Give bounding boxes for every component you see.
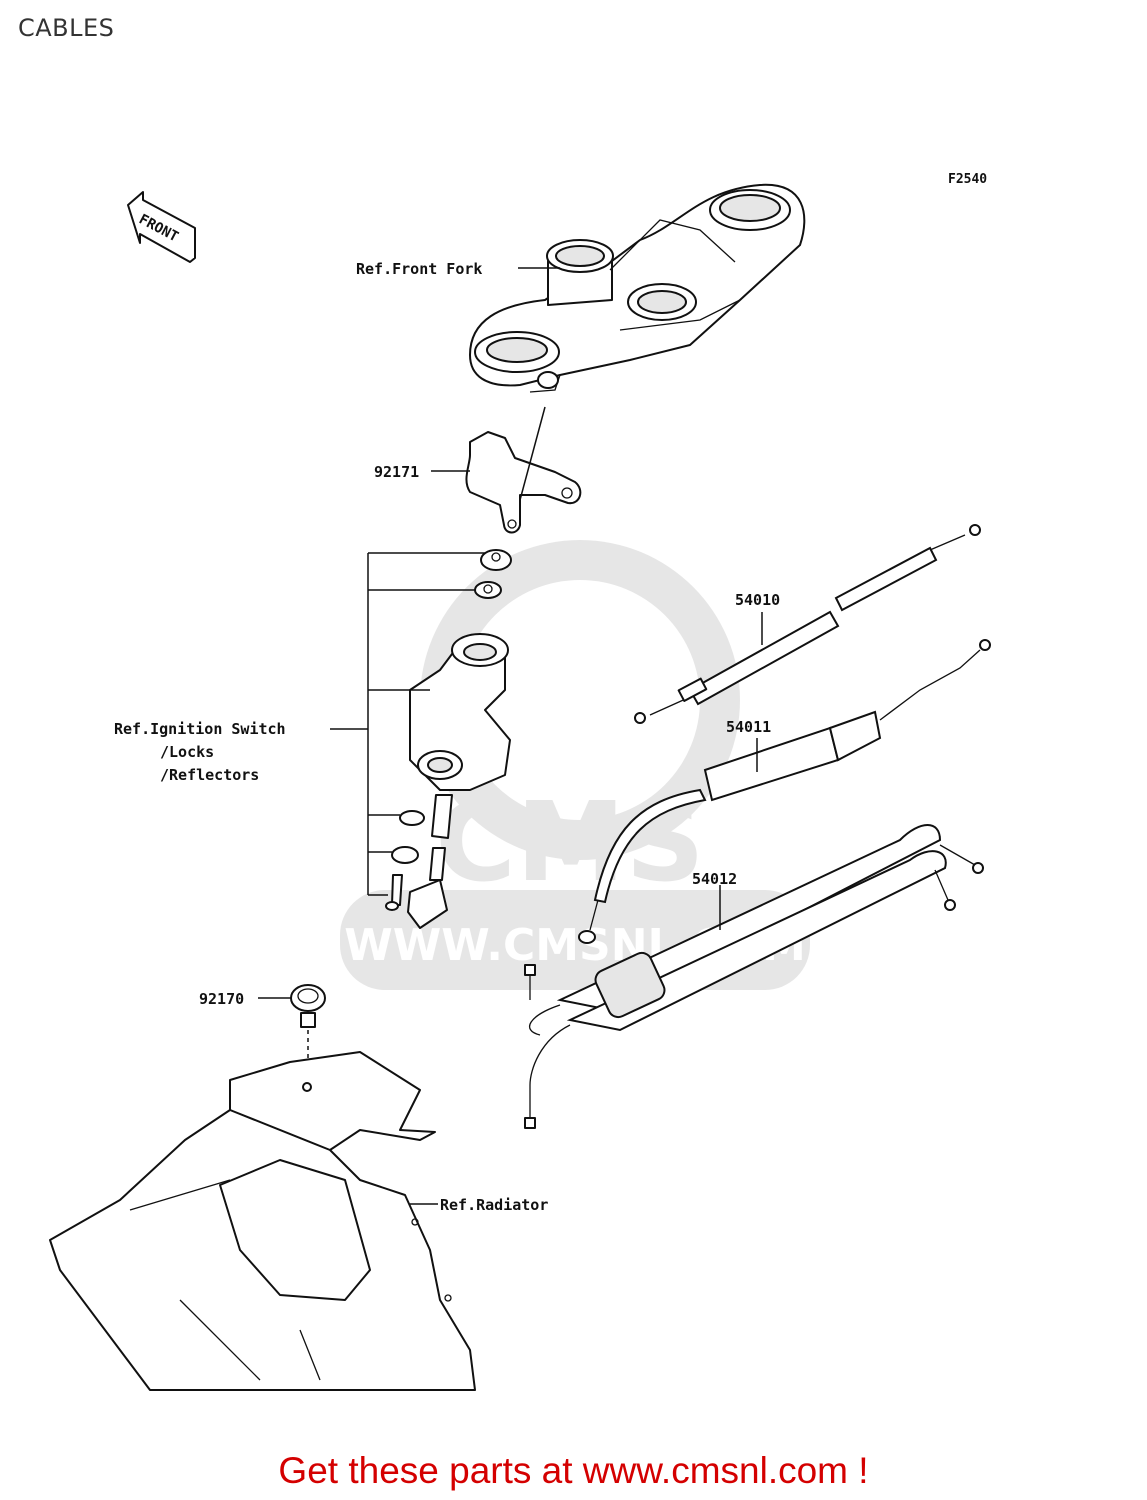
- cable-54010: [634, 524, 981, 724]
- parts-diagram: CMS WWW.CMSNL.COM F2540 FRONT Ref.Front …: [49, 172, 991, 1391]
- radiator: [49, 1051, 476, 1391]
- callout-92170: 92170: [199, 990, 244, 1008]
- triple-clamp: [469, 183, 806, 393]
- watermark-logo-text: CMS: [435, 778, 704, 906]
- bracket-92171: [465, 431, 582, 534]
- callout-ignition-line2: /Locks: [160, 743, 214, 761]
- page-title: CABLES: [18, 14, 115, 42]
- callout-54011: 54011: [726, 718, 771, 736]
- footer-cta[interactable]: Get these parts at www.cmsnl.com !: [278, 1450, 869, 1491]
- callout-ignition-line3: /Reflectors: [160, 766, 259, 784]
- clamp-92170: [290, 984, 326, 1028]
- figure-code: F2540: [948, 172, 987, 187]
- callout-54010: 54010: [735, 591, 780, 609]
- callout-radiator: Ref.Radiator: [440, 1196, 548, 1214]
- front-arrow-icon: FRONT: [127, 191, 196, 263]
- callout-front-fork: Ref.Front Fork: [356, 260, 482, 278]
- callout-54012: 54012: [692, 870, 737, 888]
- cable-54012: [524, 824, 984, 1129]
- callout-ignition-line1: Ref.Ignition Switch: [114, 720, 286, 738]
- callout-92171: 92171: [374, 463, 419, 481]
- cable-54011: [578, 639, 991, 944]
- ignition-switch-assembly: [385, 549, 512, 929]
- ignition-bracket-lines: [330, 552, 485, 896]
